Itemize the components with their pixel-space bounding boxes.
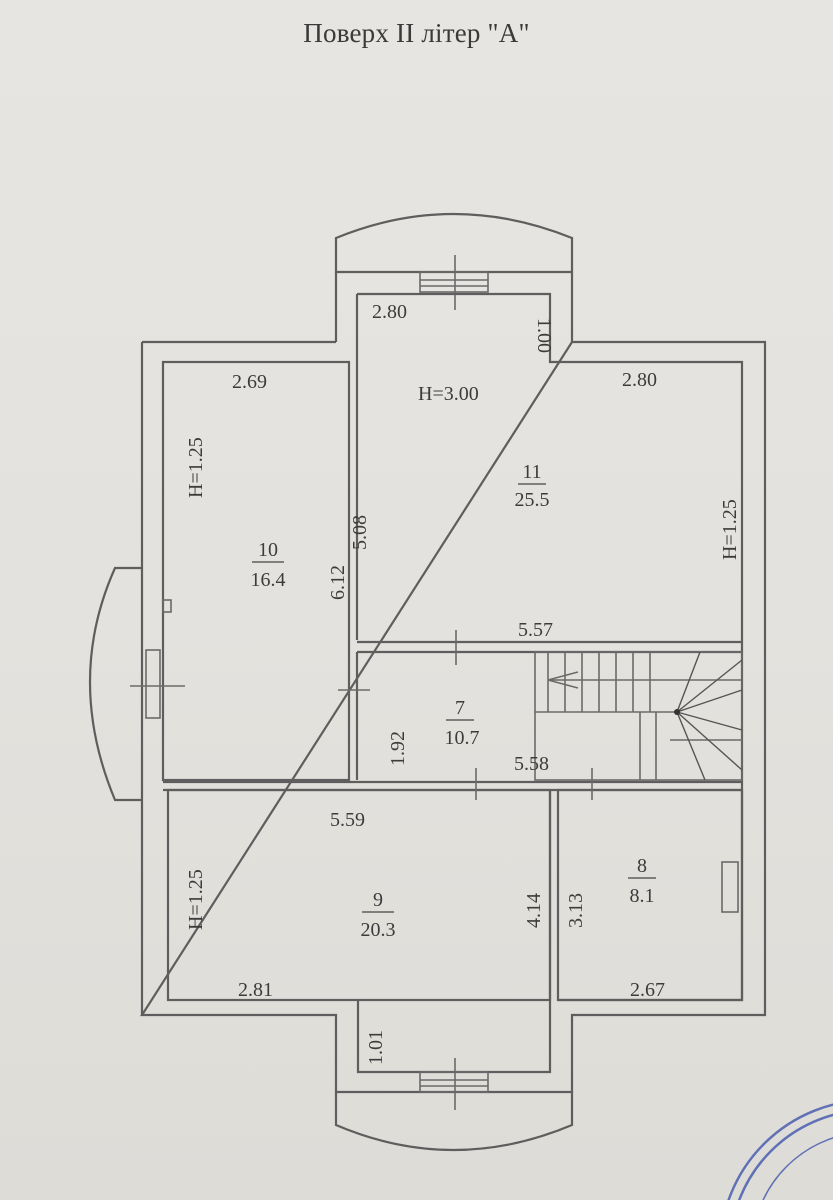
- svg-text:H=1.25: H=1.25: [719, 499, 741, 560]
- svg-text:3.13: 3.13: [565, 893, 587, 928]
- plan-title: Поверх II літер "А": [303, 18, 530, 48]
- top-bay: [334, 212, 574, 342]
- heater-icon: [721, 861, 739, 913]
- svg-text:2.80: 2.80: [622, 369, 657, 391]
- left-bay: [88, 566, 185, 802]
- bottom-bay: [334, 1058, 574, 1152]
- room-7-labels: 7 10.7 1.92 5.58: [387, 697, 549, 775]
- door-marks: [338, 630, 593, 800]
- svg-text:6.12: 6.12: [327, 565, 349, 600]
- svg-text:H=3.00: H=3.00: [418, 383, 479, 405]
- svg-text:1.00: 1.00: [533, 318, 555, 353]
- room-9-labels: 5.59 H=1.25 9 20.3 4.14 2.81 1.01: [185, 809, 545, 1065]
- room-8-labels: 3.13 8 8.1 2.67: [565, 855, 665, 1001]
- outer-walls: [139, 292, 767, 1094]
- svg-text:11: 11: [522, 461, 541, 483]
- svg-text:8: 8: [637, 855, 647, 877]
- svg-text:H=1.25: H=1.25: [185, 869, 207, 930]
- svg-text:8.1: 8.1: [630, 885, 655, 907]
- svg-text:4.14: 4.14: [523, 893, 545, 928]
- svg-text:2.67: 2.67: [630, 979, 665, 1001]
- svg-text:25.5: 25.5: [515, 489, 550, 511]
- svg-text:10.7: 10.7: [445, 727, 480, 749]
- room-10-labels: 2.69 H=1.25 10 16.4 6.12: [185, 371, 349, 600]
- svg-text:5.08: 5.08: [349, 515, 371, 550]
- svg-text:5.59: 5.59: [330, 809, 365, 831]
- svg-text:20.3: 20.3: [361, 919, 396, 941]
- svg-text:1.01: 1.01: [365, 1030, 387, 1065]
- stamp: [727, 1103, 833, 1200]
- room-11-labels: 2.80 1.00 H=3.00 2.80 5.08 11 25.5 H=1.2…: [349, 301, 741, 641]
- svg-text:10: 10: [258, 539, 278, 561]
- svg-text:2.80: 2.80: [372, 301, 407, 323]
- svg-text:1.92: 1.92: [387, 731, 409, 766]
- svg-text:H=1.25: H=1.25: [185, 437, 207, 498]
- svg-text:2.69: 2.69: [232, 371, 267, 393]
- svg-text:9: 9: [373, 889, 383, 911]
- svg-text:5.58: 5.58: [514, 753, 549, 775]
- interior-walls: [163, 640, 744, 1074]
- svg-text:2.81: 2.81: [238, 979, 273, 1001]
- svg-text:16.4: 16.4: [251, 569, 286, 591]
- svg-text:5.57: 5.57: [518, 619, 553, 641]
- svg-text:7: 7: [455, 697, 465, 719]
- staircase: [534, 651, 743, 781]
